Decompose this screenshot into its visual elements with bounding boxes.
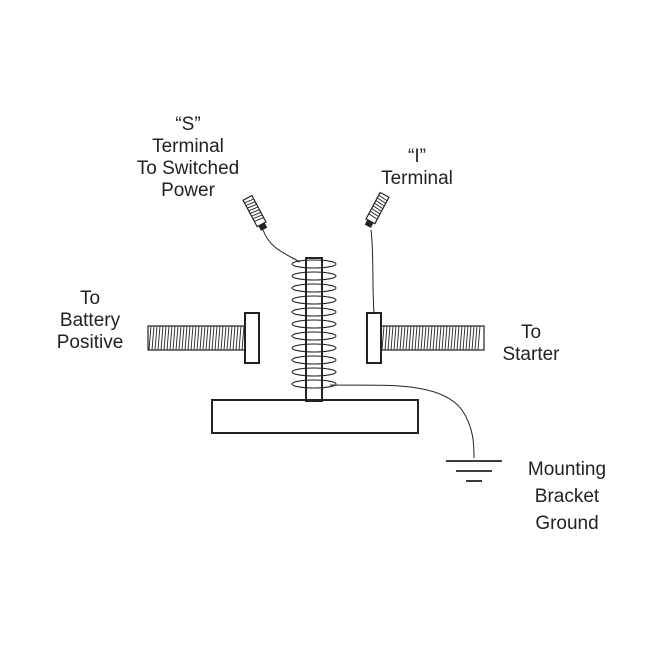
i-terminal-label: “I” Terminal [367, 146, 467, 190]
plunger-rod [305, 257, 323, 402]
ground-label: Mounting Bracket Ground [508, 456, 626, 537]
base-plate [211, 399, 419, 434]
s-terminal-label-line: “S” [175, 114, 201, 135]
ground-wire [329, 384, 475, 459]
battery-label: To Battery Positive [40, 288, 140, 354]
battery-contact-plate [244, 312, 260, 364]
i-terminal-wire [370, 229, 375, 314]
s-terminal-label-line: Terminal [152, 136, 224, 157]
ground-label-line: Bracket [534, 486, 600, 507]
s-terminal-stud [242, 194, 268, 231]
s-terminal-label-line: To Switched [136, 158, 240, 179]
ground-label-line: Ground [535, 513, 599, 534]
s-terminal-label-line: Power [161, 180, 215, 201]
starter-label-line: To [520, 322, 542, 343]
starter-label-line: Starter [502, 344, 560, 365]
s-terminal-label: “S” Terminal To Switched Power [118, 114, 258, 202]
starter-threaded-stud [380, 325, 485, 351]
battery-label-line: Positive [56, 332, 124, 353]
starter-contact-plate [366, 312, 382, 364]
battery-threaded-stud [147, 325, 246, 351]
coil-windings [291, 259, 337, 389]
ground-symbol-icon [446, 460, 502, 482]
i-terminal-label-line: “I” [408, 146, 426, 167]
battery-label-line: To [79, 288, 101, 309]
battery-label-line: Battery [59, 310, 121, 331]
starter-label: To Starter [488, 322, 574, 366]
i-terminal-stud [364, 191, 390, 228]
s-terminal-wire [262, 229, 301, 263]
i-terminal-label-line: Terminal [381, 168, 453, 189]
ground-label-line: Mounting [527, 459, 607, 480]
